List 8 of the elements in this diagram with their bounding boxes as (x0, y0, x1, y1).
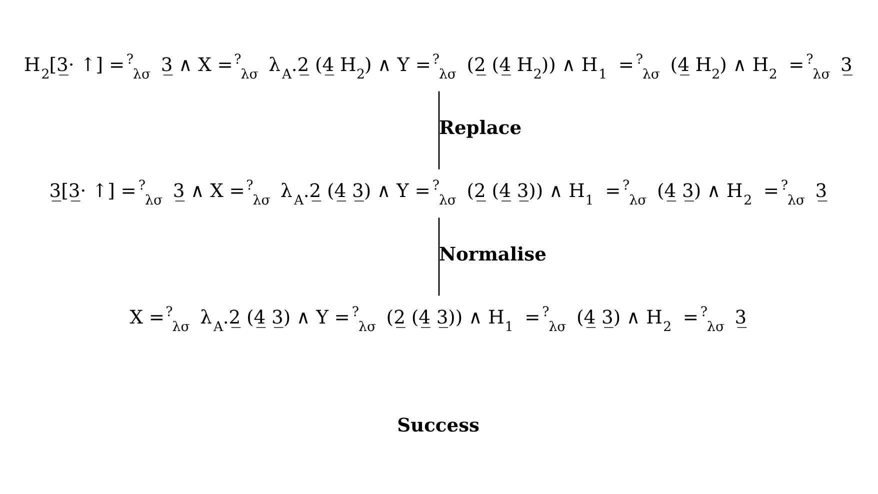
connector (438, 90, 440, 169)
node-text: X =$^{?}$$_{λσ}$ λ$_{A}$.2̲ (4̲ 3̲) ∧ Y =$^{?}$$_{λσ}$ (2̲ (4̲ 3̲)) ∧ H$_{1}$ =$^{?}$$_{λσ}$ (4̲ 3̲) ∧ H$_{2}$ =$^{?}$$_{λσ}$ 3̲ (130, 304, 747, 335)
edge-label: Normalise (439, 244, 546, 265)
node-text: 3̲[3̲· ↑] =$^{?}$$_{λσ}$ 3̲ ∧ X =$^{?}$$_{λσ}$ λ$_{A}$.2̲ (4̲ 3̲) ∧ Y =$^{?}$$_{λσ}$ (2̲ (4̲ 3̲)) ∧ H$_{1}$ =$^{?}$$_{λσ}$ (4̲ 3̲) ∧ H$_{2}$ =$^{?}$$_{λσ}$ 3̲ (49, 178, 828, 208)
node-text: H$_{2}$[3̲· ↑] =$^{?}$$_{λσ}$ 3̲ ∧ X =$^{?}$$_{λσ}$ λ$_{A}$.2̲ (4̲ H$_{2}$) ∧ Y =$^{?}$$_{λσ}$ (2̲ (4̲ H$_{2}$)) ∧ H$_{1}$ =$^{?}$$_{λσ}$ (4̲ H$_{2}$) ∧ H$_{2}$ =$^{?}$$_{λσ}$ 3̲ (24, 52, 852, 82)
edge-label: Replace (439, 118, 522, 139)
connector (438, 217, 440, 296)
label: Success (397, 414, 480, 436)
